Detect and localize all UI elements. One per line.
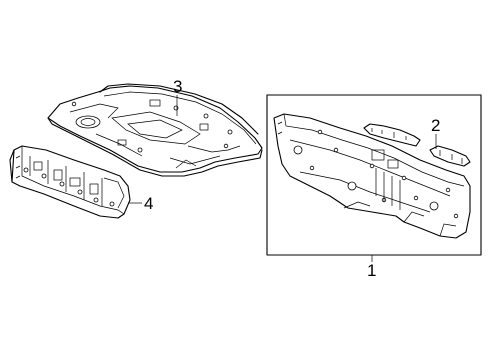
assembly-box [266, 94, 482, 256]
callout-label-3: 3 [173, 77, 182, 96]
rear-panel-part [273, 113, 471, 239]
rear-shelf-part [47, 83, 263, 177]
crossmember-part [9, 145, 131, 219]
bracket-part [363, 123, 471, 167]
callout-label-2: 2 [431, 116, 440, 135]
callout-label-4: 4 [144, 194, 153, 213]
leader-lines [128, 95, 437, 262]
callout-label-1: 1 [367, 261, 376, 280]
